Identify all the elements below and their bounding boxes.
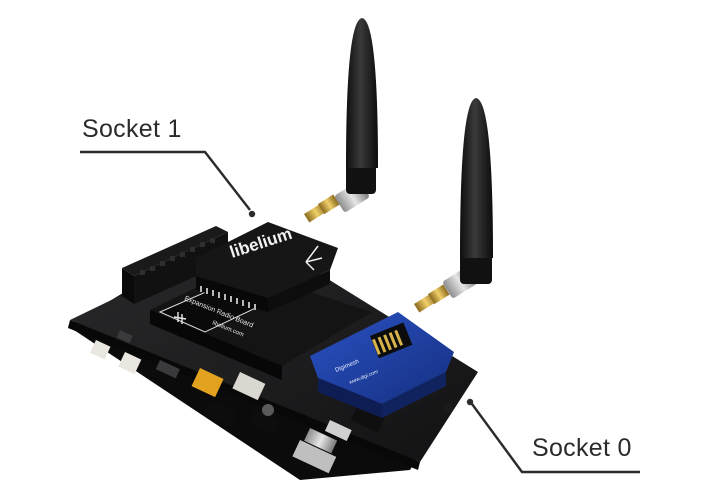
antenna-0	[414, 98, 493, 313]
socket-0-label: Socket 0	[532, 434, 632, 462]
callout-socket-1	[80, 150, 256, 218]
socket-1-label: Socket 1	[82, 115, 182, 143]
board-components	[116, 330, 453, 474]
usb-port	[304, 428, 338, 454]
antenna-1	[304, 18, 378, 223]
socket-1-module: libelium	[196, 222, 338, 312]
socket-0-module: Digimesh www.digi.com	[310, 312, 454, 418]
callout-socket-0	[466, 398, 640, 474]
yellow-capacitor	[191, 368, 224, 398]
libelium-logo-icon	[305, 245, 323, 271]
pin-header	[122, 226, 228, 304]
module-0-chip	[370, 322, 413, 359]
jst-connectors	[90, 339, 266, 401]
expansion-logo	[173, 312, 187, 324]
